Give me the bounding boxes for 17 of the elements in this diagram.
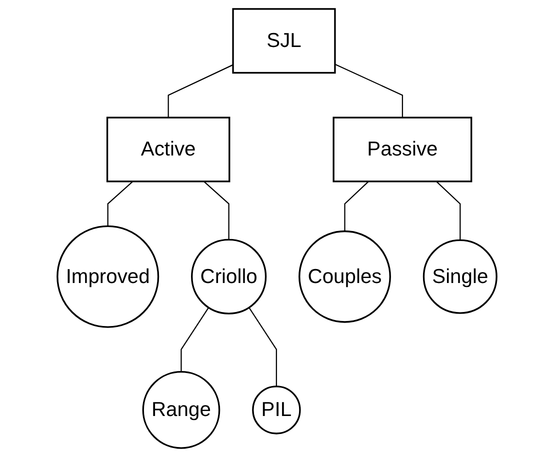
- connector: [436, 181, 461, 240]
- connector: [107, 181, 134, 226]
- connector: [168, 64, 234, 118]
- node-circle: Range: [142, 371, 220, 449]
- connector: [334, 64, 404, 118]
- connector: [180, 307, 210, 372]
- node-circle: Couples: [298, 230, 391, 323]
- node-box: Passive: [332, 116, 472, 182]
- connector: [248, 307, 277, 386]
- connector: [344, 181, 369, 232]
- connector: [204, 181, 230, 240]
- node-box: Active: [106, 116, 230, 182]
- node-circle: Improved: [56, 225, 160, 328]
- node-circle: PIL: [252, 386, 301, 434]
- node-circle: Single: [422, 239, 498, 314]
- node-box: SJL: [232, 8, 336, 74]
- node-circle: Criollo: [191, 238, 267, 314]
